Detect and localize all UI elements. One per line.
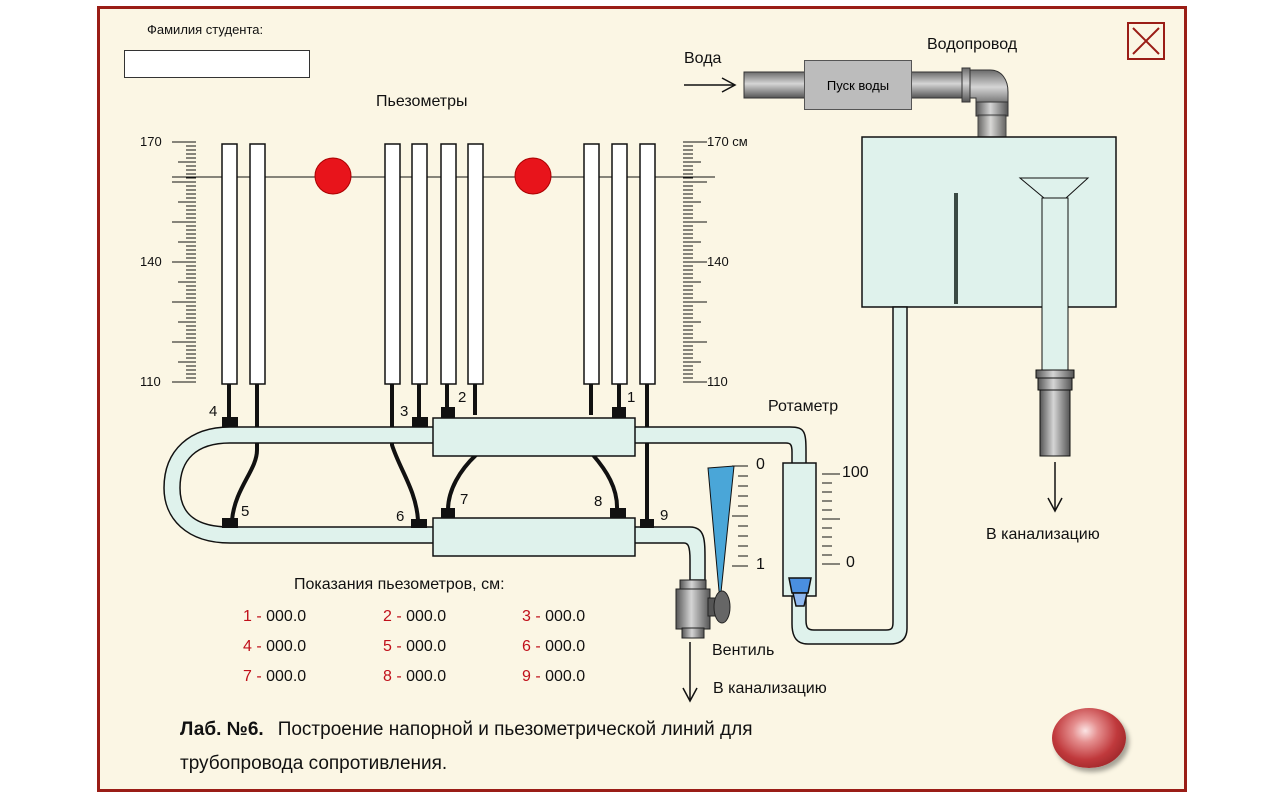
piezometer-tubes — [221, 143, 656, 385]
right-scale-label-140: 140 — [707, 254, 729, 269]
tap-number-8: 8 — [594, 493, 603, 510]
reading-value: 000.0 — [406, 668, 447, 685]
reading-number: 8 - — [383, 668, 402, 685]
tap-number-7: 7 — [460, 491, 469, 508]
lab-title-line-2: трубопровода сопротивления. — [180, 753, 448, 774]
level-marker-right[interactable] — [514, 157, 552, 195]
tap-number-2: 2 — [458, 389, 467, 406]
reading-8: 8 - 000.0 — [383, 668, 446, 686]
reading-4: 4 - 000.0 — [243, 638, 306, 656]
valve-label: Вентиль — [712, 642, 775, 659]
valve-drain-label: В канализацию — [713, 680, 827, 697]
reading-value: 000.0 — [406, 638, 447, 655]
reading-number: 3 - — [522, 608, 541, 625]
reading-value: 000.0 — [266, 638, 307, 655]
drain-arrow-overflow — [1047, 462, 1063, 513]
reading-3: 3 - 000.0 — [522, 608, 585, 626]
reading-number: 7 - — [243, 668, 262, 685]
reading-value: 000.0 — [545, 608, 586, 625]
water-label: Вода — [684, 50, 722, 67]
left-scale-label-140: 140 — [140, 254, 162, 269]
tap-number-3: 3 — [400, 403, 409, 420]
right-scale-label-170: 170 см — [707, 134, 748, 149]
reading-number: 5 - — [383, 638, 402, 655]
right-scale — [683, 141, 707, 383]
reading-7: 7 - 000.0 — [243, 668, 306, 686]
drain-arrow-valve — [682, 642, 698, 703]
student-name-label: Фамилия студента: — [147, 22, 264, 37]
tap-number-1: 1 — [627, 389, 636, 406]
tap-clamps — [222, 407, 654, 528]
reading-number: 2 - — [383, 608, 402, 625]
reading-2: 2 - 000.0 — [383, 608, 446, 626]
lab-number: Лаб. №6. — [180, 719, 264, 740]
valve-scale — [732, 465, 748, 567]
reading-value: 000.0 — [266, 668, 307, 685]
readings-title: Показания пьезометров, см: — [294, 576, 505, 593]
valve-opening-indicator — [707, 465, 735, 603]
tap-number-9: 9 — [660, 507, 669, 524]
left-scale-label-170: 170 — [140, 134, 162, 149]
water-tank — [861, 136, 1117, 308]
water-in-arrow — [684, 77, 737, 93]
close-icon — [1132, 27, 1160, 55]
valve[interactable] — [675, 579, 731, 639]
overflow-drain-label: В канализацию — [986, 526, 1100, 543]
rotameter-scale-bottom: 0 — [846, 554, 855, 571]
pipeline — [163, 417, 807, 581]
rotameter-label: Ротаметр — [768, 398, 839, 415]
tap-number-6: 6 — [396, 508, 405, 525]
level-marker-left[interactable] — [314, 157, 352, 195]
tap-number-5: 5 — [241, 503, 250, 520]
reading-6: 6 - 000.0 — [522, 638, 585, 656]
reading-value: 000.0 — [545, 668, 586, 685]
left-scale-label-110: 110 — [140, 374, 161, 389]
reading-number: 9 - — [522, 668, 541, 685]
overflow-funnel — [1018, 177, 1090, 457]
next-button[interactable] — [1052, 708, 1126, 768]
left-scale — [172, 141, 196, 383]
lab-title-text: Построение напорной и пьезометрической л… — [277, 719, 753, 740]
rotameter-scale — [822, 473, 840, 565]
right-scale-label-110: 110 — [707, 374, 728, 389]
tap-connectors — [227, 384, 649, 521]
reading-number: 4 - — [243, 638, 262, 655]
tap-number-4: 4 — [209, 403, 218, 420]
valve-scale-top: 0 — [756, 456, 765, 473]
valve-scale-bottom: 1 — [756, 556, 765, 573]
reading-5: 5 - 000.0 — [383, 638, 446, 656]
rotameter — [782, 462, 817, 607]
student-name-input[interactable] — [124, 50, 310, 78]
reading-value: 000.0 — [545, 638, 586, 655]
reading-value: 000.0 — [266, 608, 307, 625]
start-water-button[interactable]: Пуск воды — [804, 60, 912, 110]
lab-title-line-1: Лаб. №6. Построение напорной и пьезометри… — [180, 719, 753, 741]
reading-value: 000.0 — [406, 608, 447, 625]
piezometers-title: Пьезометры — [376, 93, 468, 110]
rotameter-scale-top: 100 — [842, 464, 869, 481]
pipeline-label: Водопровод — [927, 36, 1018, 53]
reading-9: 9 - 000.0 — [522, 668, 585, 686]
reading-number: 6 - — [522, 638, 541, 655]
reading-1: 1 - 000.0 — [243, 608, 306, 626]
reading-number: 1 - — [243, 608, 262, 625]
close-button[interactable] — [1127, 22, 1165, 60]
